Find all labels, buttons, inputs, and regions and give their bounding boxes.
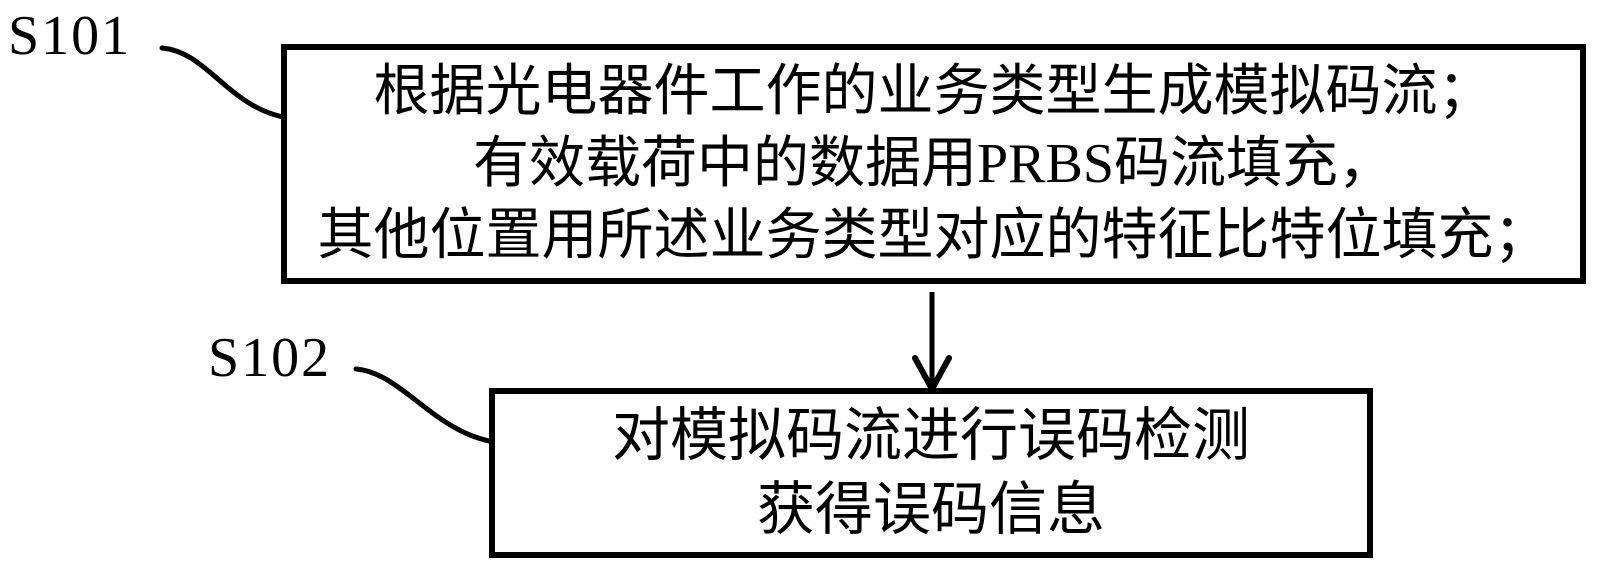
step-label-s101: S101 <box>8 5 132 67</box>
arrow-head-icon <box>912 355 952 396</box>
step-box-s101: 根据光电器件工作的业务类型生成模拟码流； 有效载荷中的数据用PRBS码流填充， … <box>281 44 1586 284</box>
step2-text-line1: 对模拟码流进行误码检测 <box>611 403 1250 468</box>
step1-text-line3: 其他位置用所述业务类型对应的特征比特位填充； <box>317 205 1550 267</box>
step2-text-line2: 获得误码信息 <box>756 477 1105 542</box>
leader-line-s102 <box>353 366 505 446</box>
step1-text-line1: 根据光电器件工作的业务类型生成模拟码流； <box>373 61 1494 123</box>
step-label-s102: S102 <box>208 327 332 389</box>
step1-text-line2: 有效载荷中的数据用PRBS码流填充， <box>473 133 1394 195</box>
step-box-s102: 对模拟码流进行误码检测 获得误码信息 <box>489 388 1373 558</box>
leader-line-s101 <box>159 45 299 122</box>
